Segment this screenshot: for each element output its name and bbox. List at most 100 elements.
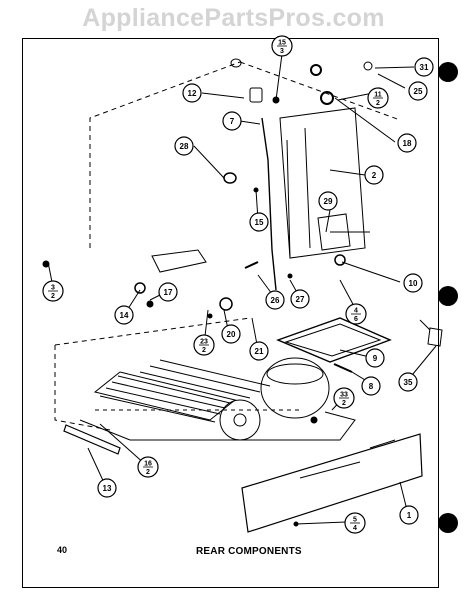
callout-circle [364, 165, 384, 185]
condenser-fan [219, 399, 261, 441]
callout-21: 21 [249, 341, 269, 361]
compressor [260, 357, 330, 419]
callout-35: 35 [398, 372, 418, 392]
callout-number: 23 [200, 339, 208, 346]
callout-number: 18 [403, 139, 412, 148]
condenser-coil [93, 371, 237, 421]
callout-circle [403, 273, 423, 293]
tube-part [261, 117, 277, 291]
callout-number: 35 [404, 378, 413, 387]
callout-26: 26 [265, 290, 285, 310]
callout-number: 15 [278, 40, 286, 47]
callout-number: 29 [324, 197, 333, 206]
cabinet-outline-right [239, 61, 401, 121]
callout-quantity: 2 [376, 100, 380, 107]
callout-number: 25 [414, 87, 423, 96]
callout-number: 11 [374, 92, 382, 99]
callout-quantity: 2 [146, 469, 150, 476]
binder-hole-top [438, 62, 458, 82]
callout-17: 17 [158, 282, 178, 302]
callout-number: 17 [164, 288, 173, 297]
callout-number: 8 [369, 382, 374, 391]
callout-number: 14 [120, 311, 129, 320]
callout-8: 8 [361, 376, 381, 396]
callout-number: 26 [271, 296, 280, 305]
diagram-title: REAR COMPONENTS [196, 546, 302, 557]
callout-number: 1 [407, 511, 412, 520]
callout-circle [397, 133, 417, 153]
callout-circle [182, 83, 202, 103]
callout-number: 13 [103, 484, 112, 493]
evaporator-cover [279, 107, 366, 259]
cabinet-outline-left [54, 345, 111, 431]
binder-hole-middle [438, 286, 458, 306]
callout-9: 9 [365, 348, 385, 368]
callout-16-2: 162 [137, 456, 159, 478]
callout-circle [249, 212, 269, 232]
watermark-text: AppliancePartsPros.com [82, 4, 385, 32]
callout-circle [97, 478, 117, 498]
callout-quantity: 4 [353, 525, 357, 532]
callout-quantity: 3 [280, 48, 284, 55]
callout-18: 18 [397, 133, 417, 153]
callout-number: 16 [144, 461, 152, 468]
callout-28: 28 [174, 136, 194, 156]
callout-circle [222, 111, 242, 131]
callout-quantity: 6 [354, 316, 358, 323]
callout-15: 15 [249, 212, 269, 232]
callout-15-3: 153 [271, 35, 293, 57]
callout-4-6: 46 [345, 303, 367, 325]
binder-hole-bottom [438, 513, 458, 533]
page-frame [22, 38, 439, 588]
callout-number: 33 [340, 392, 348, 399]
callout-number: 20 [227, 330, 236, 339]
callout-20: 20 [221, 324, 241, 344]
callout-3-2: 32 [42, 280, 64, 302]
rear-access-panel [241, 433, 423, 533]
callout-29: 29 [318, 191, 338, 211]
callout-14: 14 [114, 305, 134, 325]
callout-number: 5 [353, 517, 357, 524]
base-plate [79, 411, 356, 441]
callout-number: 7 [230, 117, 235, 126]
callout-12: 12 [182, 83, 202, 103]
callout-number: 27 [296, 295, 305, 304]
callout-23-2: 232 [193, 334, 215, 356]
drain-pan [276, 317, 392, 363]
callout-number: 15 [255, 218, 264, 227]
callout-circle [361, 376, 381, 396]
callout-number: 10 [409, 279, 418, 288]
callout-1: 1 [399, 505, 419, 525]
callout-number: 21 [255, 347, 264, 356]
callout-quantity: 2 [342, 400, 346, 407]
callout-number: 31 [420, 63, 429, 72]
callout-circle [249, 341, 269, 361]
callout-33-2: 332 [333, 387, 355, 409]
callout-quantity: 2 [51, 293, 55, 300]
callout-circle [318, 191, 338, 211]
callout-11-2: 112 [367, 87, 389, 109]
callout-10: 10 [403, 273, 423, 293]
callout-circle [158, 282, 178, 302]
callout-25: 25 [408, 81, 428, 101]
page-number: 40 [57, 545, 68, 555]
callout-number: 12 [188, 89, 197, 98]
callout-number: 9 [373, 354, 378, 363]
callout-number: 4 [354, 308, 358, 315]
callout-7: 7 [222, 111, 242, 131]
callout-circle [221, 324, 241, 344]
callout-27: 27 [290, 289, 310, 309]
callout-circle [174, 136, 194, 156]
callout-circle [398, 372, 418, 392]
cabinet-outline-top [89, 61, 241, 248]
callout-circle [114, 305, 134, 325]
callout-circle [290, 289, 310, 309]
callout-5-4: 54 [344, 512, 366, 534]
callout-circle [408, 81, 428, 101]
callout-circle [365, 348, 385, 368]
mounting-rail [63, 424, 121, 455]
callout-31: 31 [414, 57, 434, 77]
callout-number: 28 [180, 142, 189, 151]
callout-number: 3 [51, 285, 55, 292]
